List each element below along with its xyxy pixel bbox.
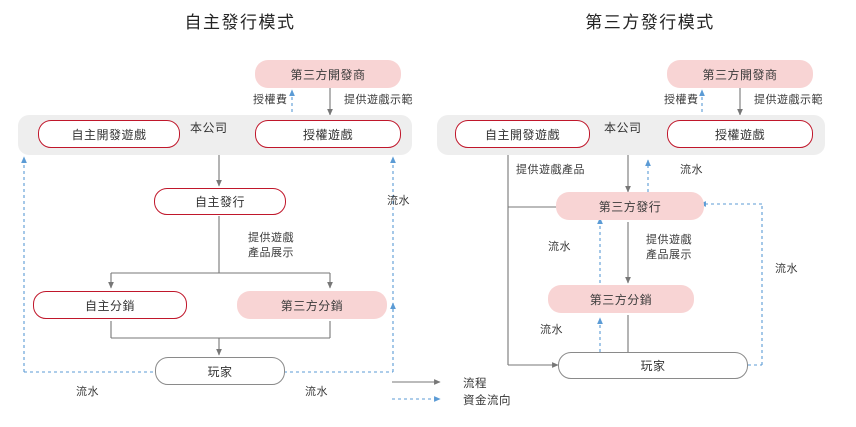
edge-label-revenue-mid-left-right: 流水 (548, 241, 571, 253)
legend-item-process-label: 流程 (463, 378, 487, 390)
edge-label-revenue-top-right: 流水 (680, 164, 703, 176)
money-edges-right (597, 89, 763, 366)
company-band-label-left: 本公司 (190, 121, 228, 135)
edge-label-license-fee-left: 授權費 (253, 94, 288, 106)
node-third-party-publishing-right[interactable]: 第三方發行 (556, 192, 704, 220)
edge-label-revenue-low-left-right: 流水 (540, 324, 563, 336)
panel-title-self-publishing: 自主發行模式 (184, 13, 296, 32)
legend-glyphs (392, 379, 441, 402)
edge-label-provide-display-l1-right: 提供遊戲 (646, 234, 692, 246)
node-self-distribution-left[interactable]: 自主分銷 (33, 291, 187, 319)
node-third-party-developer-right[interactable]: 第三方開發商 (667, 60, 813, 88)
company-band-label-right: 本公司 (604, 121, 642, 135)
edge-label-revenue-bottom-right: 流水 (305, 386, 328, 398)
edge-label-provide-demo-right: 提供遊戲示範 (754, 94, 823, 106)
process-edges-right (507, 88, 743, 368)
node-third-party-distribution-left[interactable]: 第三方分銷 (237, 291, 387, 319)
edge-label-revenue-bottom-left: 流水 (76, 386, 99, 398)
edge-label-provide-display-l2-left: 產品展示 (248, 247, 294, 259)
money-edges-left (21, 89, 396, 373)
panel-title-third-party-publishing: 第三方發行模式 (585, 13, 715, 32)
edge-label-revenue-far-right: 流水 (775, 263, 798, 275)
edge-label-provide-display-l2-right: 產品展示 (646, 249, 692, 261)
node-self-developed-game-right[interactable]: 自主開發遊戲 (455, 120, 590, 148)
edge-label-revenue-right-left-panel: 流水 (387, 195, 410, 207)
node-self-developed-game-left[interactable]: 自主開發遊戲 (38, 120, 180, 148)
node-third-party-developer-left[interactable]: 第三方開發商 (255, 60, 401, 88)
legend-item-fund-flow-label: 資金流向 (463, 395, 511, 407)
node-licensed-game-left[interactable]: 授權遊戲 (255, 120, 401, 148)
edge-label-provide-demo-left: 提供遊戲示範 (344, 94, 413, 106)
edge-label-provide-game-product-right: 提供遊戲產品 (516, 164, 585, 176)
node-players-right[interactable]: 玩家 (558, 352, 748, 379)
node-licensed-game-right[interactable]: 授權遊戲 (667, 120, 813, 148)
node-self-publishing-left[interactable]: 自主發行 (154, 188, 286, 215)
node-players-left[interactable]: 玩家 (155, 357, 285, 385)
node-third-party-distribution-right[interactable]: 第三方分銷 (548, 285, 694, 313)
edge-label-provide-display-l1-left: 提供遊戲 (248, 232, 294, 244)
process-edges-left (108, 88, 333, 356)
edge-label-license-fee-right: 授權費 (664, 94, 699, 106)
